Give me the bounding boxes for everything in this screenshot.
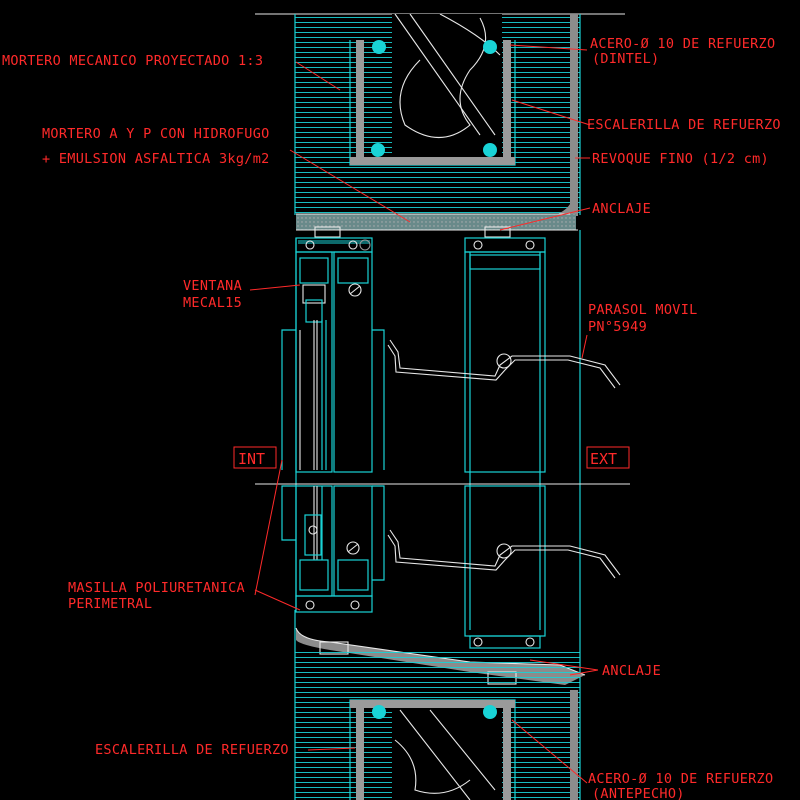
label-emulsion: + EMULSION ASFALTICA 3kg/m2: [42, 151, 270, 167]
label-ventana: VENTANA: [183, 278, 242, 294]
label-parasol-model: PN°5949: [588, 319, 647, 335]
label-escalerilla-bottom: ESCALERILLA DE REFUERZO: [95, 742, 289, 758]
upper-wall: [255, 13, 625, 238]
label-mortero-mecanico: MORTERO MECANICO PROYECTADO 1:3: [2, 53, 263, 69]
label-acero-dintel: ACERO-Ø 10 DE REFUERZO: [590, 36, 775, 52]
window-frame: [281, 230, 581, 690]
label-acero-dintel-sub: (DINTEL): [592, 51, 659, 67]
label-revoque: REVOQUE FINO (1/2 cm): [592, 151, 769, 167]
label-escalerilla-top: ESCALERILLA DE REFUERZO: [587, 117, 781, 133]
label-acero-antepecho-sub: (ANTEPECHO): [592, 786, 685, 800]
lower-wall: [294, 610, 581, 800]
label-ventana-model: MECAL15: [183, 295, 242, 311]
parasol-slat-upper: [387, 339, 621, 389]
label-acero-antepecho: ACERO-Ø 10 DE REFUERZO: [588, 771, 773, 787]
label-parasol: PARASOL MOVIL: [588, 302, 698, 318]
label-anclaje-top: ANCLAJE: [592, 201, 651, 217]
leader-lines: [249, 44, 599, 784]
label-masilla: MASILLA POLIURETANICA: [68, 580, 245, 596]
label-ext: EXT: [590, 450, 617, 468]
label-mortero-ayp: MORTERO A Y P CON HIDROFUGO: [42, 126, 270, 142]
ext-tag-box: [586, 446, 630, 469]
parasol-slat-lower: [387, 529, 621, 579]
label-masilla-sub: PERIMETRAL: [68, 596, 152, 612]
label-anclaje-bottom: ANCLAJE: [602, 663, 661, 679]
labels: MORTERO MECANICO PROYECTADO 1:3 ACERO-Ø …: [2, 36, 781, 800]
label-int: INT: [238, 450, 265, 468]
window-frame-lower: [281, 485, 546, 649]
int-tag-box: [233, 446, 277, 469]
